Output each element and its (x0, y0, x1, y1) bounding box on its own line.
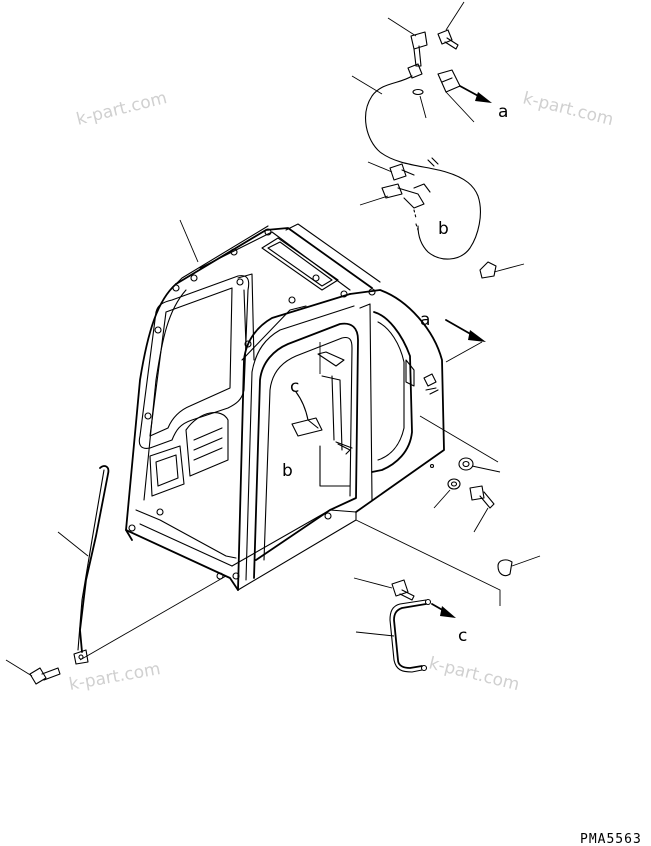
callout-c-bottom: c (458, 626, 467, 646)
watermark: k-part.com (427, 653, 522, 695)
cab-frame: c b (125, 219, 445, 591)
side-arrow-a: a (419, 310, 499, 463)
callout-a-top: a (498, 102, 508, 122)
callout-a-side: a (420, 310, 430, 330)
callout-b-top: b (438, 219, 449, 239)
watermark: k-part.com (521, 88, 616, 130)
callout-c-inner: c (290, 377, 299, 397)
bottom-pipe-assembly: c (353, 577, 467, 673)
callout-b-inner: b (282, 461, 293, 481)
support-rod (5, 465, 227, 685)
watermark: k-part.com (74, 88, 169, 130)
rivets (128, 228, 376, 580)
top-harness-assembly: a b (351, 1, 525, 279)
watermark: k-part.com (67, 659, 162, 695)
hardware-right (355, 457, 541, 606)
drawing-code: PMA5563 (580, 832, 642, 846)
